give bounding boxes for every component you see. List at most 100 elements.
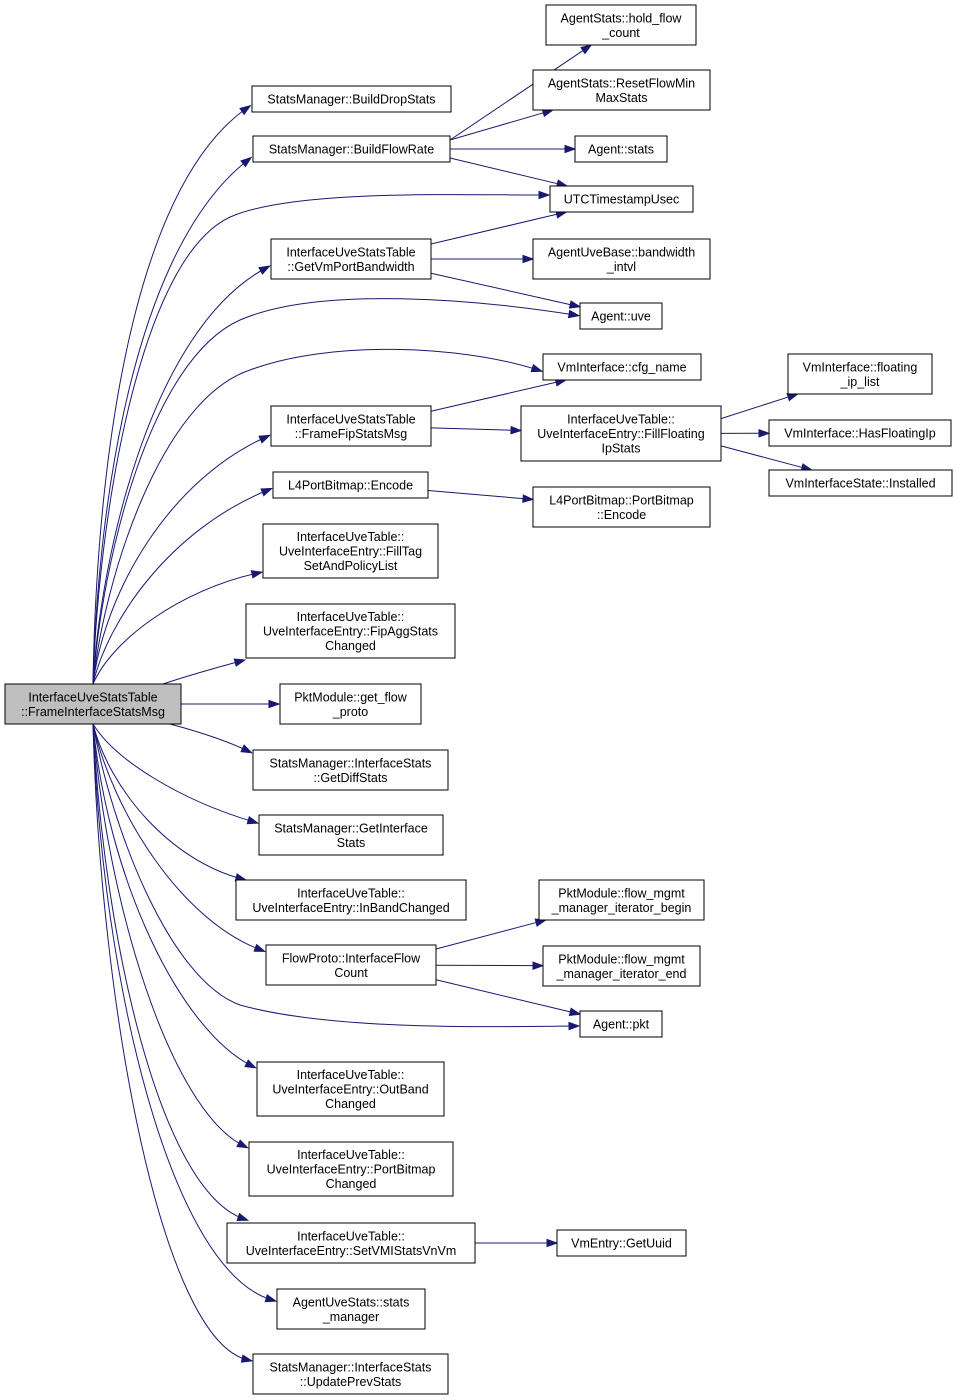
node-label: VmInterfaceState::Installed [785, 477, 935, 491]
edge-root-to-get_vm_port_bw [92, 265, 271, 685]
node-bandwidth-intvl[interactable]: AgentUveBase::bandwidth_intvl [532, 238, 711, 280]
node-get-diff-stats[interactable]: StatsManager::InterfaceStats::GetDiffSta… [252, 749, 449, 791]
node-box [542, 945, 701, 987]
node-label: AgentStats::hold_flow [561, 11, 683, 25]
node-set-vmi[interactable]: InterfaceUveTable::UveInterfaceEntry::Se… [226, 1222, 476, 1264]
edge-line [92, 489, 269, 685]
arrowhead-icon [522, 254, 535, 264]
edge-root-to-inband [92, 723, 248, 882]
edge-l4_encode-to-l4_portbitmap_encode [427, 490, 535, 503]
node-label: InterfaceUveTable:: [297, 1068, 405, 1082]
arrowhead-icon [258, 265, 271, 275]
arrowhead-icon [568, 1007, 582, 1016]
node-label: UveInterfaceEntry::SetVMIStatsVnVm [246, 1244, 457, 1258]
node-fip-agg[interactable]: InterfaceUveTable::UveInterfaceEntry::Fi… [245, 603, 456, 659]
node-l4-portbitmap-encode[interactable]: L4PortBitmap::PortBitmap::Encode [532, 486, 711, 528]
node-get-flow-proto[interactable]: PktModule::get_flow_proto [279, 683, 422, 725]
edge-line [92, 298, 576, 685]
node-frame-fip[interactable]: InterfaceUveStatsTable::FrameFipStatsMsg [270, 405, 432, 447]
edge-line [449, 157, 558, 185]
node-agent-pkt[interactable]: Agent::pkt [579, 1010, 663, 1038]
edge-line [92, 723, 245, 1147]
node-build-flow[interactable]: StatsManager::BuildFlowRate [252, 135, 451, 163]
node-label: InterfaceUveTable:: [297, 610, 405, 624]
arrowhead-icon [240, 1354, 254, 1363]
node-floating-ip-list[interactable]: VmInterface::floating_ip_list [787, 353, 933, 395]
node-portbitmap-changed[interactable]: InterfaceUveTable::UveInterfaceEntry::Po… [248, 1141, 454, 1197]
node-box [520, 405, 722, 462]
node-outband[interactable]: InterfaceUveTable::UveInterfaceEntry::Ou… [256, 1061, 445, 1117]
node-root[interactable]: InterfaceUveStatsTable::FrameInterfaceSt… [4, 683, 182, 725]
node-update-prev[interactable]: StatsManager::InterfaceStats::UpdatePrev… [252, 1353, 449, 1395]
node-stats-manager[interactable]: AgentUveStats::stats_manager [276, 1288, 426, 1330]
node-label: InterfaceUveTable:: [297, 886, 405, 900]
node-get-uuid[interactable]: VmEntry::GetUuid [556, 1229, 687, 1257]
node-label: StatsManager::BuildFlowRate [269, 143, 434, 157]
node-label: ::FrameFipStatsMsg [295, 427, 408, 441]
node-agent-uve[interactable]: Agent::uve [579, 302, 663, 330]
node-box [235, 879, 467, 921]
node-box [252, 135, 451, 163]
node-box [542, 353, 702, 381]
node-box [768, 419, 952, 447]
arrowhead-icon [253, 943, 267, 952]
node-iter-end[interactable]: PktModule::flow_mgmt_manager_iterator_en… [542, 945, 701, 987]
node-label: InterfaceUveTable:: [297, 1148, 405, 1162]
node-box [251, 85, 452, 113]
edge-root-to-get_flow_proto [181, 699, 281, 709]
arrowhead-icon [236, 1139, 249, 1149]
node-box [256, 1061, 445, 1117]
arrowhead-icon [240, 156, 253, 168]
node-l4-encode[interactable]: L4PortBitmap::Encode [272, 471, 429, 499]
edge-frame_fip-to-fill_floating [430, 425, 523, 435]
node-label: PktModule::get_flow [294, 690, 408, 704]
node-build-drop[interactable]: StatsManager::BuildDropStats [251, 85, 452, 113]
arrowhead-icon [246, 816, 260, 825]
node-inband[interactable]: InterfaceUveTable::UveInterfaceEntry::In… [235, 879, 467, 921]
node-fill-floating[interactable]: InterfaceUveTable::UveInterfaceEntry::Fi… [520, 405, 722, 462]
arrowhead-icon [522, 494, 535, 503]
node-hold-flow[interactable]: AgentStats::hold_flow_count [545, 4, 697, 46]
node-label: _manager_iterator_begin [551, 901, 692, 915]
edge-root-to-frame_fip [92, 434, 271, 685]
edge-line [92, 159, 249, 685]
node-box [579, 1010, 663, 1038]
node-agent-stats[interactable]: Agent::stats [574, 135, 668, 163]
edge-line [435, 922, 537, 950]
node-box [579, 302, 663, 330]
node-label: Agent::pkt [593, 1018, 650, 1032]
node-label: StatsManager::BuildDropStats [267, 93, 435, 107]
edge-root-to-set_vmi [92, 723, 250, 1221]
node-box [545, 4, 697, 46]
node-get-vm-port-bw[interactable]: InterfaceUveStatsTable::GetVmPortBandwid… [270, 238, 432, 280]
edge-root-to-portbitmap_changed [92, 723, 249, 1149]
node-label: InterfaceUveStatsTable [286, 245, 415, 259]
edge-line [92, 723, 273, 1301]
edge-fill_floating-to-has_floating_ip [720, 428, 771, 438]
node-fill-tag[interactable]: InterfaceUveTable::UveInterfaceEntry::Fi… [262, 523, 439, 579]
node-cfg-name[interactable]: VmInterface::cfg_name [542, 353, 702, 381]
node-has-floating-ip[interactable]: VmInterface::HasFloatingIp [768, 419, 952, 447]
edge-line [92, 348, 539, 685]
node-label: Changed [325, 1097, 376, 1111]
node-label: Count [334, 966, 368, 980]
edge-flow_count-to-iter_begin [435, 918, 548, 950]
edge-line [720, 445, 803, 468]
node-label: AgentUveStats::stats [293, 1295, 410, 1309]
node-iter-begin[interactable]: PktModule::flow_mgmt_manager_iterator_be… [538, 879, 705, 921]
node-box [245, 603, 456, 659]
edge-build_flow-to-hold_flow [449, 44, 593, 141]
edge-line [92, 723, 245, 1220]
arrowhead-icon [264, 1294, 278, 1303]
node-label: InterfaceUveTable:: [297, 530, 405, 544]
node-utc[interactable]: UTCTimestampUsec [549, 185, 694, 213]
arrowhead-icon [258, 434, 271, 444]
node-installed[interactable]: VmInterfaceState::Installed [768, 469, 953, 497]
arrowhead-icon [580, 44, 593, 55]
edge-line [92, 107, 248, 685]
node-box [270, 405, 432, 447]
